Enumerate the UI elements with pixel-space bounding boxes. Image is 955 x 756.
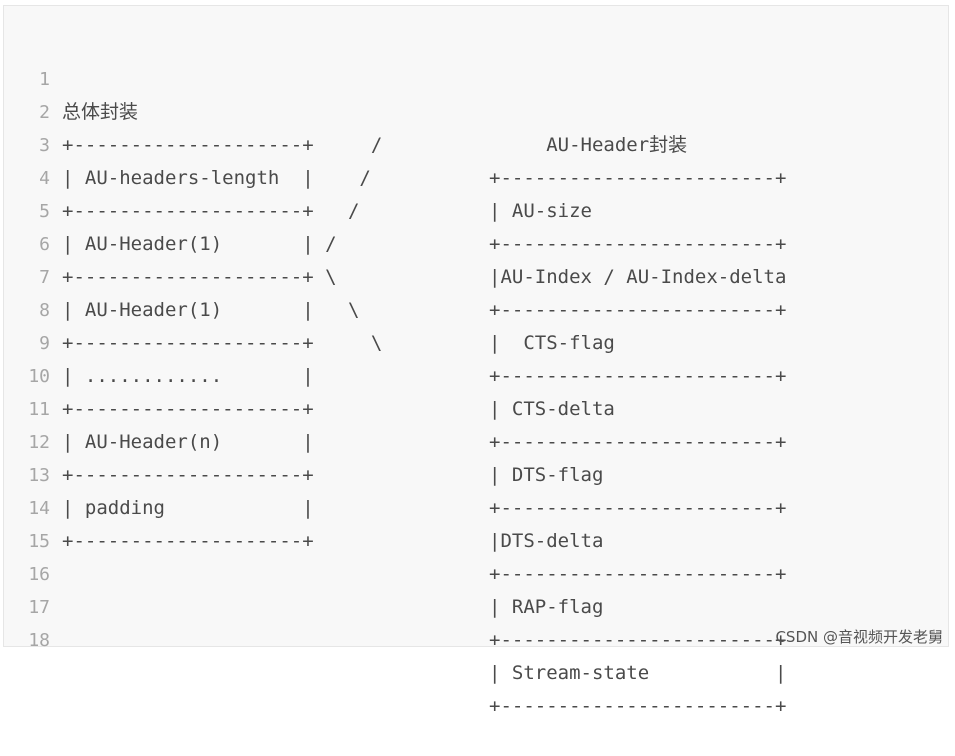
code-left: | AU-Header(1) | / [62, 233, 337, 255]
code-right: +------------------------+ [489, 431, 787, 453]
code-line: 1 总体封装 AU-Header封装 [4, 30, 948, 156]
code-line: 3 | AU-headers-length | / | AU-size [4, 96, 948, 222]
code-left: +--------------------+ / [62, 134, 383, 156]
code-right: +------------------------+ [489, 299, 787, 321]
code-block: 1 总体封装 AU-Header封装 2 +------------------… [3, 5, 949, 717]
code-line: 5 | AU-Header(1) | / |AU-Index / AU-Inde… [4, 162, 948, 288]
code-line: 13 | padding | |DTS-delta [4, 426, 948, 552]
code-left: | AU-headers-length | / [62, 167, 371, 189]
code-line: 12 +--------------------+ +-------------… [4, 393, 948, 519]
code-right: |DTS-delta [489, 530, 604, 552]
code-right: +------------------------+ [489, 167, 787, 189]
code-left: 总体封装 [62, 101, 139, 123]
line-number: 1 [39, 69, 50, 90]
code-line: 17 | Stream-state | [4, 558, 948, 684]
code-right: | DTS-flag [489, 464, 604, 486]
code-left: +--------------------+ \ [62, 266, 337, 288]
line-number: 3 [39, 135, 50, 156]
code-left: +--------------------+ \ [62, 332, 383, 354]
code-right: | CTS-flag [489, 332, 615, 354]
line-number: 7 [39, 267, 50, 288]
watermark: CSDN @音视频开发老舅 [775, 628, 943, 646]
code-right: | CTS-delta [489, 398, 615, 420]
code-right: +------------------------+ [489, 629, 787, 651]
code-left: | AU-Header(n) | [62, 431, 314, 453]
code-left: +--------------------+ [62, 398, 314, 420]
code-right: AU-Header封装 [489, 134, 688, 156]
line-number: 17 [28, 597, 50, 618]
line-number: 8 [39, 300, 50, 321]
code-line: 15 | RAP-flag [4, 492, 948, 618]
code-right: | RAP-flag [489, 596, 604, 618]
code-line: 6 +--------------------+ \ +------------… [4, 195, 948, 321]
code-line: 9 | ............ | | CTS-delta [4, 294, 948, 420]
line-number: 16 [28, 564, 50, 585]
code-right: +------------------------+ [489, 233, 787, 255]
line-number: 14 [28, 498, 50, 519]
line-number: 11 [28, 399, 50, 420]
code-left: | padding | [62, 497, 314, 519]
code-right: |AU-Index / AU-Index-delta [489, 266, 787, 288]
code-left: +--------------------+ / [62, 200, 360, 222]
code-line: 11 | AU-Header(n) | | DTS-flag [4, 360, 948, 486]
code-left: +--------------------+ [62, 530, 314, 552]
line-number: 5 [39, 201, 50, 222]
code-left: | AU-Header(1) | \ [62, 299, 360, 321]
code-line: 14 +--------------------+ +-------------… [4, 459, 948, 585]
line-number: 4 [39, 168, 50, 189]
code-line: 10 +--------------------+ +-------------… [4, 327, 948, 453]
line-number: 10 [28, 366, 50, 387]
code-right: +------------------------+ [489, 563, 787, 585]
line-number: 18 [28, 630, 50, 651]
line-number: 2 [39, 102, 50, 123]
code-left: +--------------------+ [62, 464, 314, 486]
line-number: 13 [28, 465, 50, 486]
code-line: 16 +------------------------+ [4, 525, 948, 651]
code-left: | ............ | [62, 365, 314, 387]
code-right: +------------------------+ [489, 497, 787, 519]
code-line: 18 +------------------------+ [4, 591, 948, 717]
line-number: 9 [39, 333, 50, 354]
code-right: | AU-size [489, 200, 592, 222]
code-line: 2 +--------------------+ / +------------… [4, 63, 948, 189]
code-line: 8 +--------------------+ \ +------------… [4, 261, 948, 387]
code-right: | Stream-state | [489, 662, 787, 684]
line-number: 6 [39, 234, 50, 255]
code-line: 4 +--------------------+ / +------------… [4, 129, 948, 255]
code-line: 7 | AU-Header(1) | \ | CTS-flag [4, 228, 948, 354]
code-right: +------------------------+ [489, 695, 787, 717]
code-right: +------------------------+ [489, 365, 787, 387]
line-number: 12 [28, 432, 50, 453]
line-number: 15 [28, 531, 50, 552]
